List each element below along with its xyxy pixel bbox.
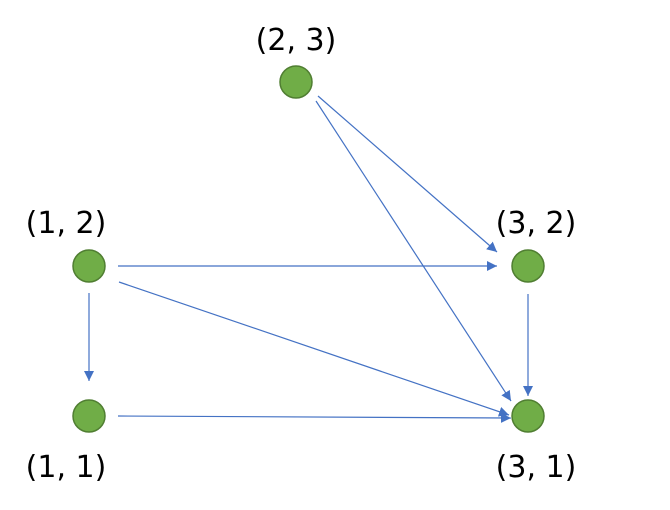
node-label-2-3: (2, 3) [256, 23, 337, 58]
edge-2-3-to-3-2 [317, 95, 498, 253]
node-1-2 [72, 249, 106, 283]
node-label-3-1: (3, 1) [496, 450, 577, 485]
edges [84, 95, 533, 423]
node-2-3 [279, 65, 313, 99]
edge-1-2-to-3-1 [118, 281, 510, 417]
node-1-1 [72, 399, 106, 433]
nodes [72, 65, 545, 433]
node-label-1-1: (1, 1) [26, 450, 107, 485]
edge-2-3-to-3-1 [315, 100, 512, 402]
node-label-1-2: (1, 2) [26, 206, 107, 241]
edge-1-1-to-3-1 [117, 412, 512, 423]
node-3-2 [511, 249, 545, 283]
labels: (2, 3) (1, 2) (3, 2) (1, 1) (3, 1) [26, 23, 577, 485]
node-3-1 [511, 399, 545, 433]
node-label-3-2: (3, 2) [496, 206, 577, 241]
